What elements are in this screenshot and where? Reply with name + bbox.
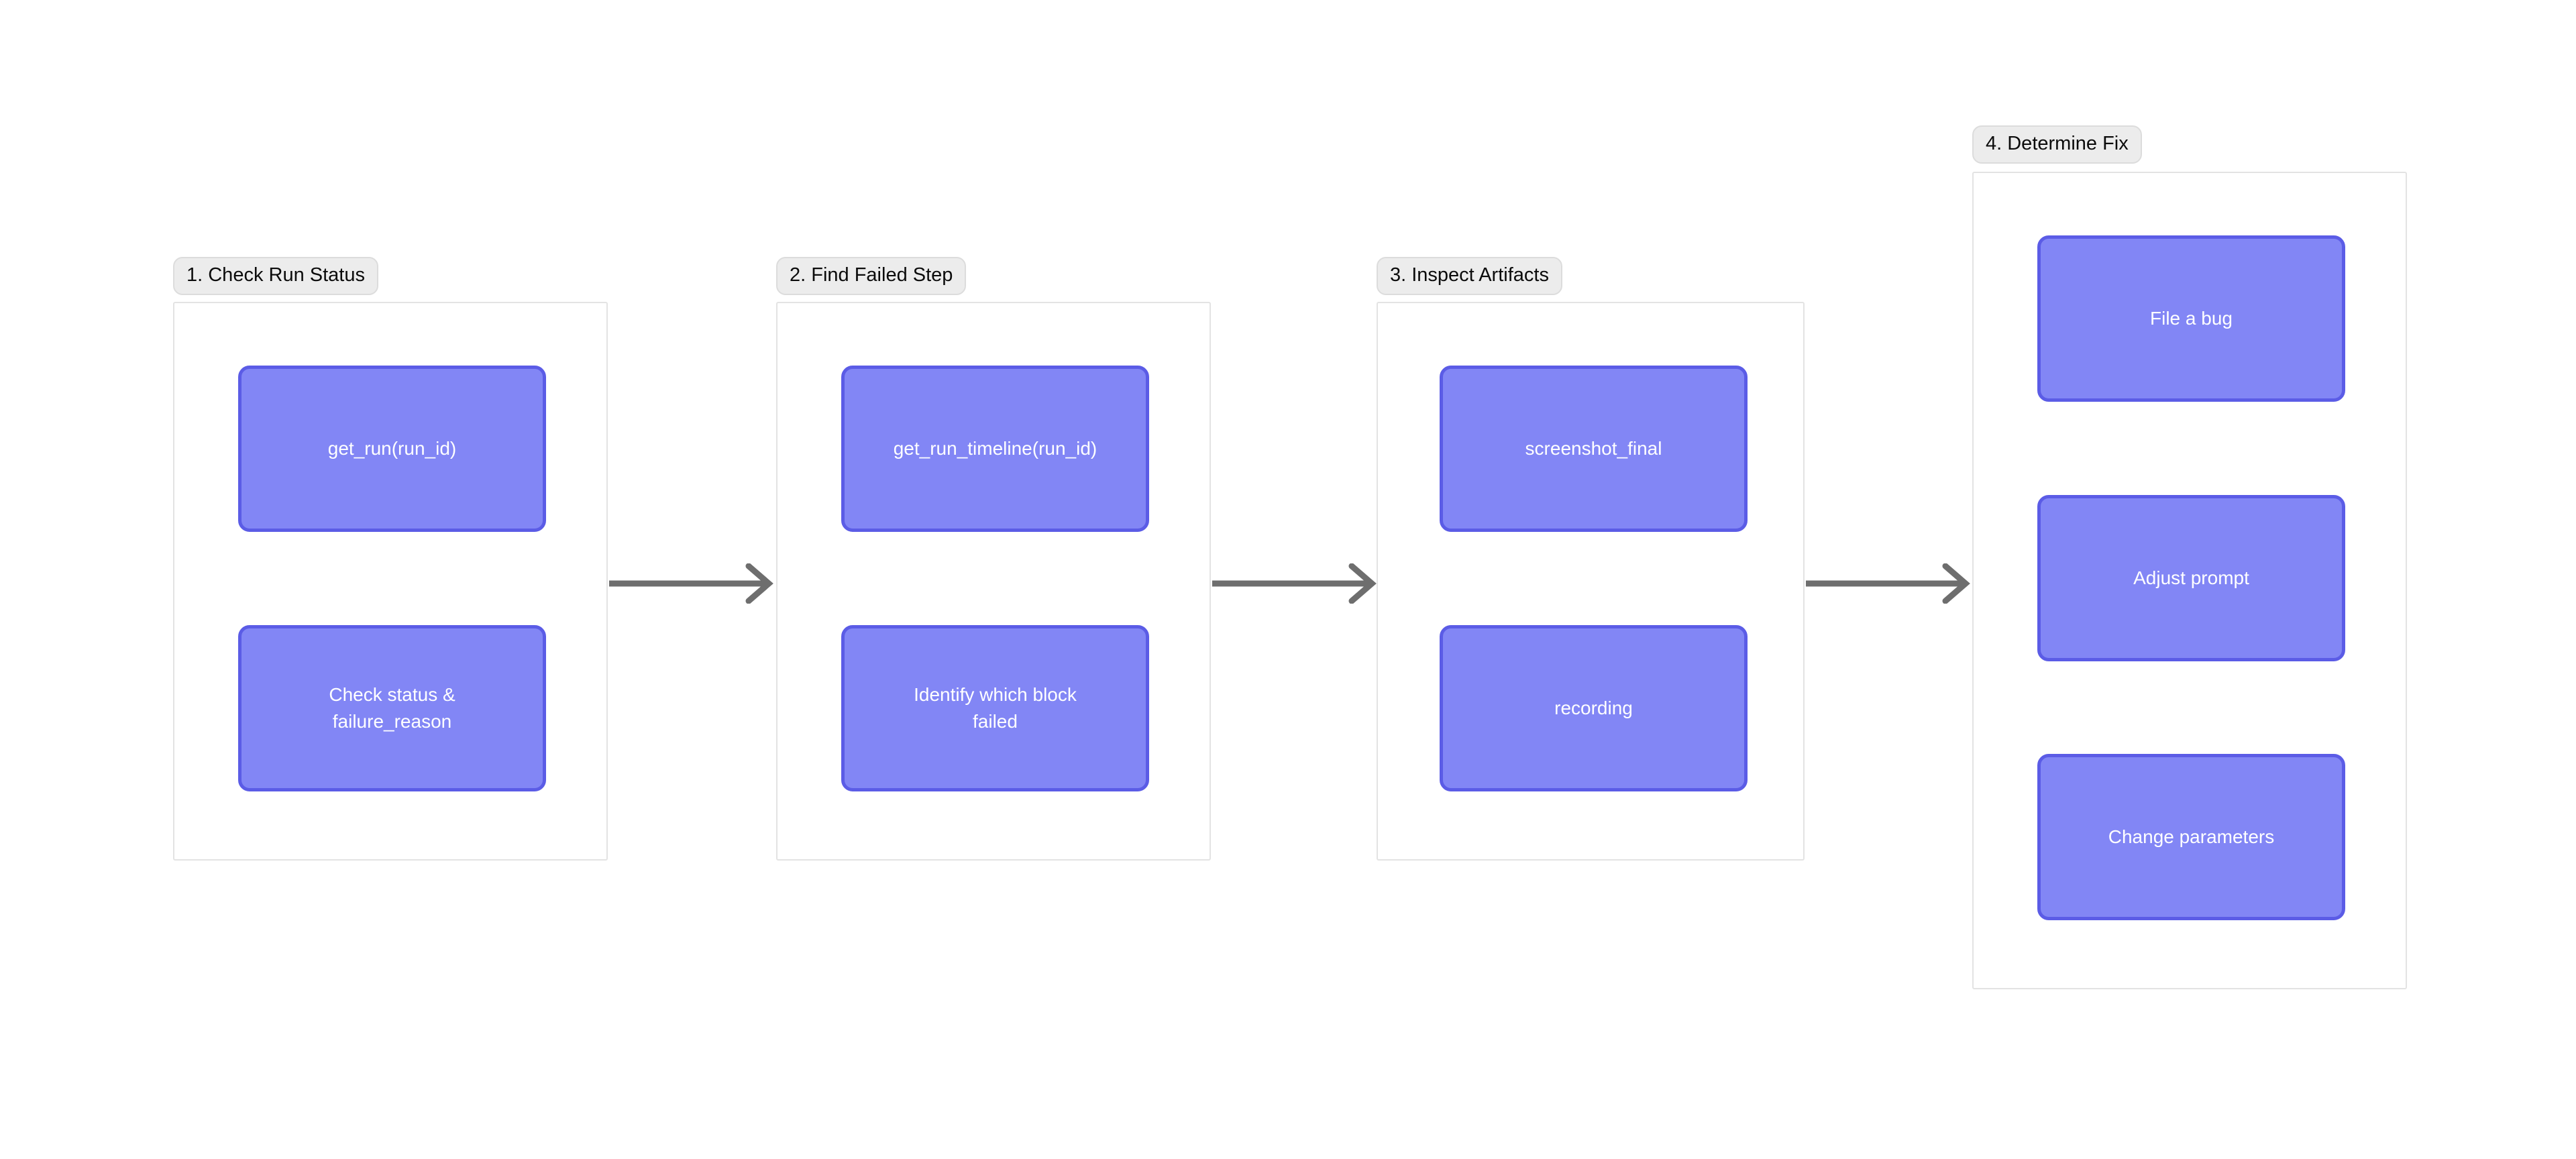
node-change-parameters[interactable]: Change parameters	[2037, 754, 2345, 920]
arrow-group2-to-group3	[1211, 563, 1379, 604]
arrow-group1-to-group2	[608, 563, 775, 604]
node-adjust-prompt[interactable]: Adjust prompt	[2037, 495, 2345, 661]
group-label-inspect-artifacts: 3. Inspect Artifacts	[1377, 257, 1562, 295]
arrow-group3-to-group4	[1805, 563, 1972, 604]
node-screenshot-final[interactable]: screenshot_final	[1440, 366, 1748, 532]
node-get-run[interactable]: get_run(run_id)	[238, 366, 546, 532]
group-container-check-run-status: get_run(run_id) Check status & failure_r…	[173, 302, 608, 861]
node-get-run-timeline[interactable]: get_run_timeline(run_id)	[841, 366, 1149, 532]
group-container-determine-fix: File a bug Adjust prompt Change paramete…	[1972, 172, 2407, 989]
node-check-status-failure-reason[interactable]: Check status & failure_reason	[238, 625, 546, 791]
group-container-inspect-artifacts: screenshot_final recording	[1377, 302, 1805, 861]
group-container-find-failed-step: get_run_timeline(run_id) Identify which …	[776, 302, 1211, 861]
node-file-a-bug[interactable]: File a bug	[2037, 235, 2345, 402]
node-recording[interactable]: recording	[1440, 625, 1748, 791]
group-label-find-failed-step: 2. Find Failed Step	[776, 257, 967, 295]
group-label-check-run-status: 1. Check Run Status	[173, 257, 378, 295]
node-identify-which-block-failed[interactable]: Identify which block failed	[841, 625, 1149, 791]
group-label-determine-fix: 4. Determine Fix	[1972, 125, 2142, 164]
